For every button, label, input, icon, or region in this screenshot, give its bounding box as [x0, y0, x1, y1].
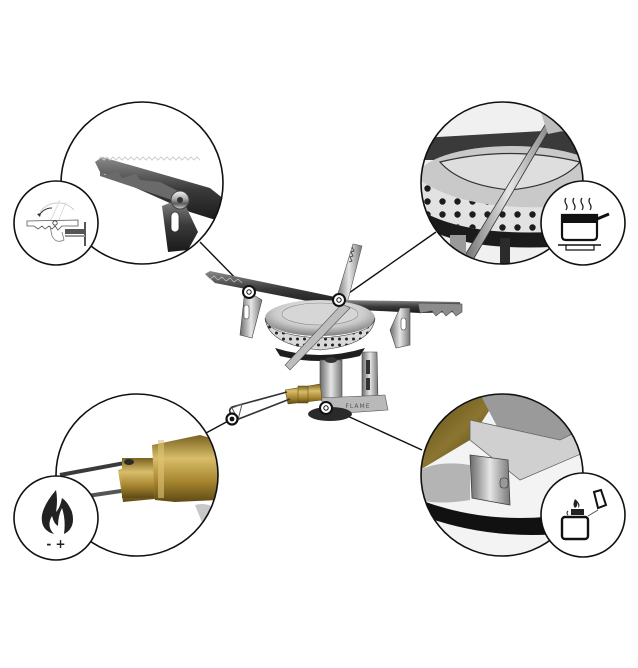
brass-valve [228, 383, 323, 422]
leader-line-top-right [338, 231, 437, 301]
badge-lighter [540, 472, 626, 558]
lighter-icon [560, 488, 608, 541]
flame-control-label: - + [46, 537, 65, 551]
badge-cooking-pot [540, 180, 626, 266]
cooking-pot-icon [558, 197, 610, 251]
stove-base: FLAME [308, 394, 389, 421]
callout-markers [225, 285, 346, 426]
pot-support-arm-back [335, 243, 363, 301]
flame-icon [41, 490, 73, 534]
badge-fold-arm [13, 180, 99, 266]
valve-stem [319, 357, 343, 401]
pot-support-arm-left [205, 271, 340, 339]
leader-line-bottom-right [342, 413, 423, 451]
fold-arm-icon [26, 199, 86, 246]
badge-flame-control: - + [13, 475, 99, 561]
front-strut [284, 303, 379, 403]
brand-label: FLAME [345, 403, 370, 410]
camping-stove: FLAME [205, 243, 463, 422]
pot-support-arm-right [340, 300, 463, 349]
callout-folding-pot-support [60, 101, 224, 265]
